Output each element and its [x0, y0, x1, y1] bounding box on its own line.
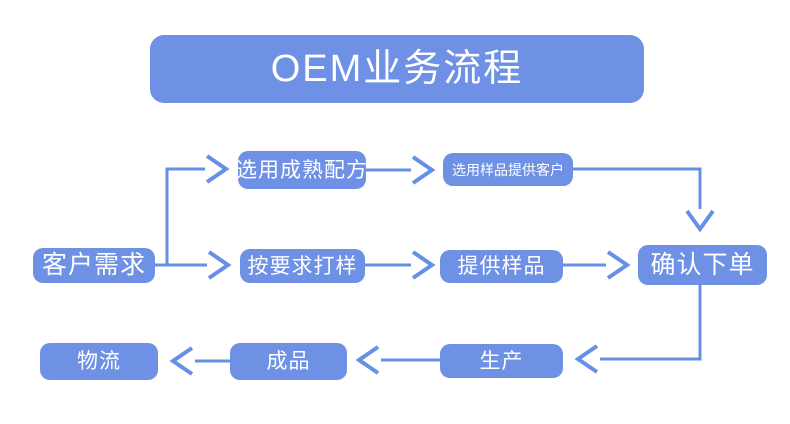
node-label: 客户需求: [41, 251, 146, 279]
node-label: 生产: [479, 349, 524, 373]
node-customer-demand: 客户需求: [33, 248, 155, 283]
arrowhead-right-icon: [207, 250, 232, 280]
node-label: 按要求打样: [247, 254, 358, 278]
node-label: 提供样品: [457, 255, 546, 278]
node-label: 物流: [77, 350, 121, 373]
connector-mature-formula-to-sample-to-customer: [366, 155, 436, 185]
arrowhead-left-icon: [169, 346, 194, 376]
connector-provide-sample-to-confirm-order: [563, 250, 631, 280]
arrowhead-left-icon: [355, 345, 380, 375]
arrowhead-right-icon: [205, 154, 230, 184]
node-label: 确认下单: [650, 250, 755, 279]
arrowhead-right-icon: [411, 155, 436, 185]
arrowhead-right-icon: [606, 250, 631, 280]
connector-sample-to-customer-to-confirm-order: [573, 167, 715, 233]
connector-production-to-finished-product: [355, 345, 440, 375]
connector-customer-demand-to-mature-formula: [155, 154, 230, 267]
diagram-title: OEM业务流程: [150, 35, 644, 103]
connector-customer-demand-to-proofing: [155, 250, 232, 280]
node-logistics: 物流: [40, 343, 158, 380]
node-provide-sample: 提供样品: [440, 250, 563, 283]
node-sample-to-customer: 选用样品提供客户: [443, 153, 573, 186]
node-proofing: 按要求打样: [240, 249, 365, 283]
node-label: 成品: [266, 350, 311, 373]
arrowhead-left-icon: [574, 344, 599, 374]
node-finished-product: 成品: [230, 343, 347, 380]
diagram-title-label: OEM业务流程: [270, 48, 524, 90]
connector-finished-product-to-logistics: [169, 346, 230, 376]
node-label: 选用成熟配方: [236, 158, 368, 182]
connector-proofing-to-provide-sample: [365, 250, 436, 280]
node-label: 选用样品提供客户: [452, 161, 564, 178]
connector-confirm-order-to-production: [574, 285, 702, 374]
node-confirm-order: 确认下单: [638, 245, 767, 285]
arrowhead-right-icon: [411, 250, 436, 280]
arrowhead-down-icon: [685, 209, 715, 233]
node-mature-formula: 选用成熟配方: [236, 151, 368, 189]
node-production: 生产: [440, 344, 563, 378]
